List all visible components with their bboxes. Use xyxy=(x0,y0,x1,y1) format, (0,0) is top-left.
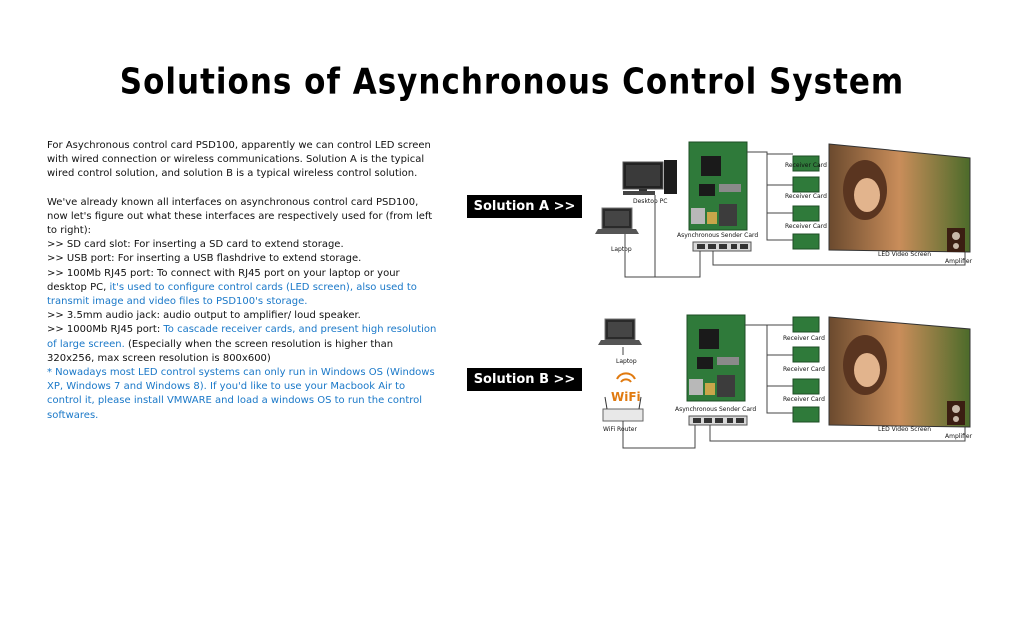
receiver-card-icon xyxy=(792,155,820,250)
led-screen-icon xyxy=(828,316,971,428)
solution-a-label: Solution A >> xyxy=(467,195,582,218)
wifi-logo-text: WiFi xyxy=(611,390,641,404)
laptop-icon xyxy=(595,207,639,234)
description-text: For Asychronous control card PSD100, app… xyxy=(47,139,437,423)
desktop-pc-icon xyxy=(622,160,677,195)
laptop-label: Laptop xyxy=(616,358,637,365)
receiver-label-1: Receiver Card xyxy=(785,162,827,169)
sender-card-icon xyxy=(686,314,746,402)
laptop-icon xyxy=(598,318,642,345)
rj45-100-line: >> 100Mb RJ45 port: To connect with RJ45… xyxy=(47,267,437,310)
solution-b-diagram: Laptop WiFi WiFi Router Asynchronous Sen… xyxy=(598,314,973,449)
port-strip-icon xyxy=(692,241,752,252)
usb-line: >> USB port: For inserting a USB flashdr… xyxy=(47,253,362,265)
rj45-100-highlight: it's used to configure control cards (LE… xyxy=(47,281,417,308)
rj45-1000-note: (Especially when the screen resolution i… xyxy=(47,338,394,364)
windows-note: * Nowadays most LED control systems can … xyxy=(47,367,435,421)
solution-b-label: Solution B >> xyxy=(467,368,582,391)
led-screen-label: LED Video Screen xyxy=(878,251,931,258)
rj45-1000-line: >> 1000Mb RJ45 port: To cascade receiver… xyxy=(47,323,437,366)
desktop-pc-label: Desktop PC xyxy=(633,198,667,205)
led-screen-label: LED Video Screen xyxy=(878,426,931,433)
receiver-label-3: Receiver Card xyxy=(785,223,827,230)
amplifier-icon xyxy=(947,401,965,425)
port-strip-icon xyxy=(688,415,748,426)
rj45-100-text: >> 100Mb RJ45 port: To connect with RJ45… xyxy=(47,267,400,293)
interfaces-intro: We've already known all interfaces on as… xyxy=(47,196,433,237)
rj45-1000-highlight: To cascade receiver cards, and present h… xyxy=(47,324,437,350)
audio-line: >> 3.5mm audio jack: audio output to amp… xyxy=(47,310,361,322)
sd-card-line: >> SD card slot: For inserting a SD card… xyxy=(47,239,344,251)
page-title: Solutions of Asynchronous Control System xyxy=(119,61,905,103)
amplifier-label: Amplifier xyxy=(945,258,973,265)
intro-paragraph: For Asychronous control card PSD100, app… xyxy=(47,140,431,180)
rj45-1000-text: >> 1000Mb RJ45 port: xyxy=(47,324,164,336)
sender-card-icon xyxy=(688,141,748,231)
wifi-router-label: WiFi Router xyxy=(603,426,637,433)
led-screen-icon xyxy=(828,143,971,253)
receiver-label-3: Receiver Card xyxy=(783,396,825,403)
amplifier-icon xyxy=(947,228,965,252)
laptop-label: Laptop xyxy=(611,246,632,253)
receiver-label-1: Receiver Card xyxy=(783,335,825,342)
receiver-label-2: Receiver Card xyxy=(785,193,827,200)
sender-card-label: Asynchronous Sender Card xyxy=(675,406,756,413)
sender-card-label: Asynchronous Sender Card xyxy=(677,232,758,239)
solution-a-diagram: Desktop PC Laptop Asynchronous Sender Ca… xyxy=(595,141,973,278)
amplifier-label: Amplifier xyxy=(945,433,973,440)
receiver-label-2: Receiver Card xyxy=(783,366,825,373)
